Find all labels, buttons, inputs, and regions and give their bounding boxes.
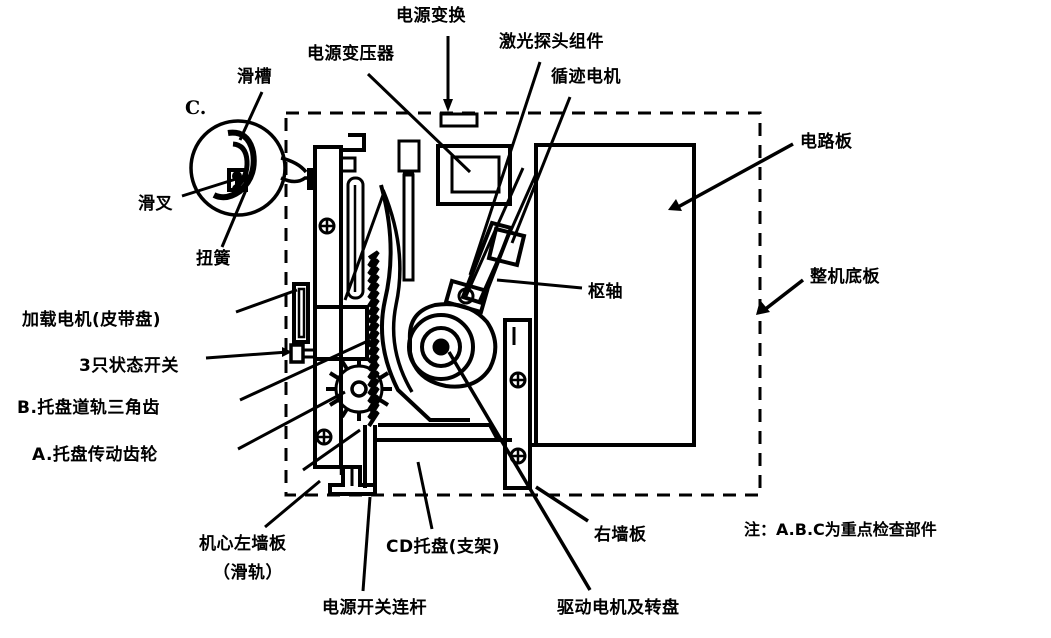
- right-wall-plate-shape: [503, 318, 694, 490]
- label-three-state-switches: 3只状态开关: [79, 356, 179, 376]
- label-power-switch-linkage: 电源开关连杆: [322, 598, 427, 618]
- state-switches-shape: [289, 343, 314, 364]
- label-mech-left-wall-plate-line1: 机心左墙板: [199, 534, 287, 554]
- label-mech-left-wall-plate-line2: （滑轨）: [213, 563, 283, 583]
- label-tray-drive-gear: A.托盘传动齿轮: [32, 445, 158, 465]
- label-drive-motor-turntable: 驱动电机及转盘: [557, 598, 680, 618]
- label-loading-motor: 加载电机(皮带盘): [22, 310, 162, 330]
- power-switch-linkage-shape: [363, 425, 377, 488]
- loading-motor-belt-pulley-shape: [292, 282, 310, 344]
- tracking-motor-post: [397, 139, 421, 282]
- leader-lines: [181, 36, 805, 592]
- label-pivot-shaft: 枢轴: [588, 282, 623, 302]
- laser-pickup-assembly-shape: [443, 167, 538, 315]
- label-power-conversion: 电源变换: [396, 6, 466, 26]
- tray-rail-triangular-teeth-shape: [367, 250, 380, 428]
- label-tray-rail-teeth: B.托盘道轨三角齿: [17, 398, 160, 418]
- power-conversion-block: [439, 112, 479, 128]
- label-torsion-spring: 扭簧: [196, 249, 231, 269]
- label-chassis-base-plate: 整机底板: [810, 267, 880, 287]
- detail-callout-c-mark: C.: [185, 97, 207, 119]
- label-tracking-motor: 循迹电机: [551, 67, 621, 87]
- label-power-transformer: 电源变压器: [307, 44, 395, 64]
- label-circuit-board: 电路板: [800, 132, 853, 152]
- label-note-abc: 注：A.B.C为重点检查部件: [744, 520, 937, 539]
- label-slide-fork: 滑叉: [138, 194, 173, 214]
- power-transformer-shape: [436, 144, 512, 206]
- label-laser-pickup-assembly: 激光探头组件: [499, 32, 604, 52]
- detail-callout-c: [189, 119, 316, 217]
- tray-drive-gear-shape: [326, 357, 392, 421]
- drive-motor-turntable-shape: [407, 302, 498, 389]
- label-cd-tray-bracket: CD托盘(支架): [386, 537, 501, 557]
- mech-left-wall-plate-shape: [313, 133, 377, 496]
- label-slide-groove: 滑槽: [237, 67, 272, 87]
- label-right-wall-plate: 右墙板: [594, 525, 647, 545]
